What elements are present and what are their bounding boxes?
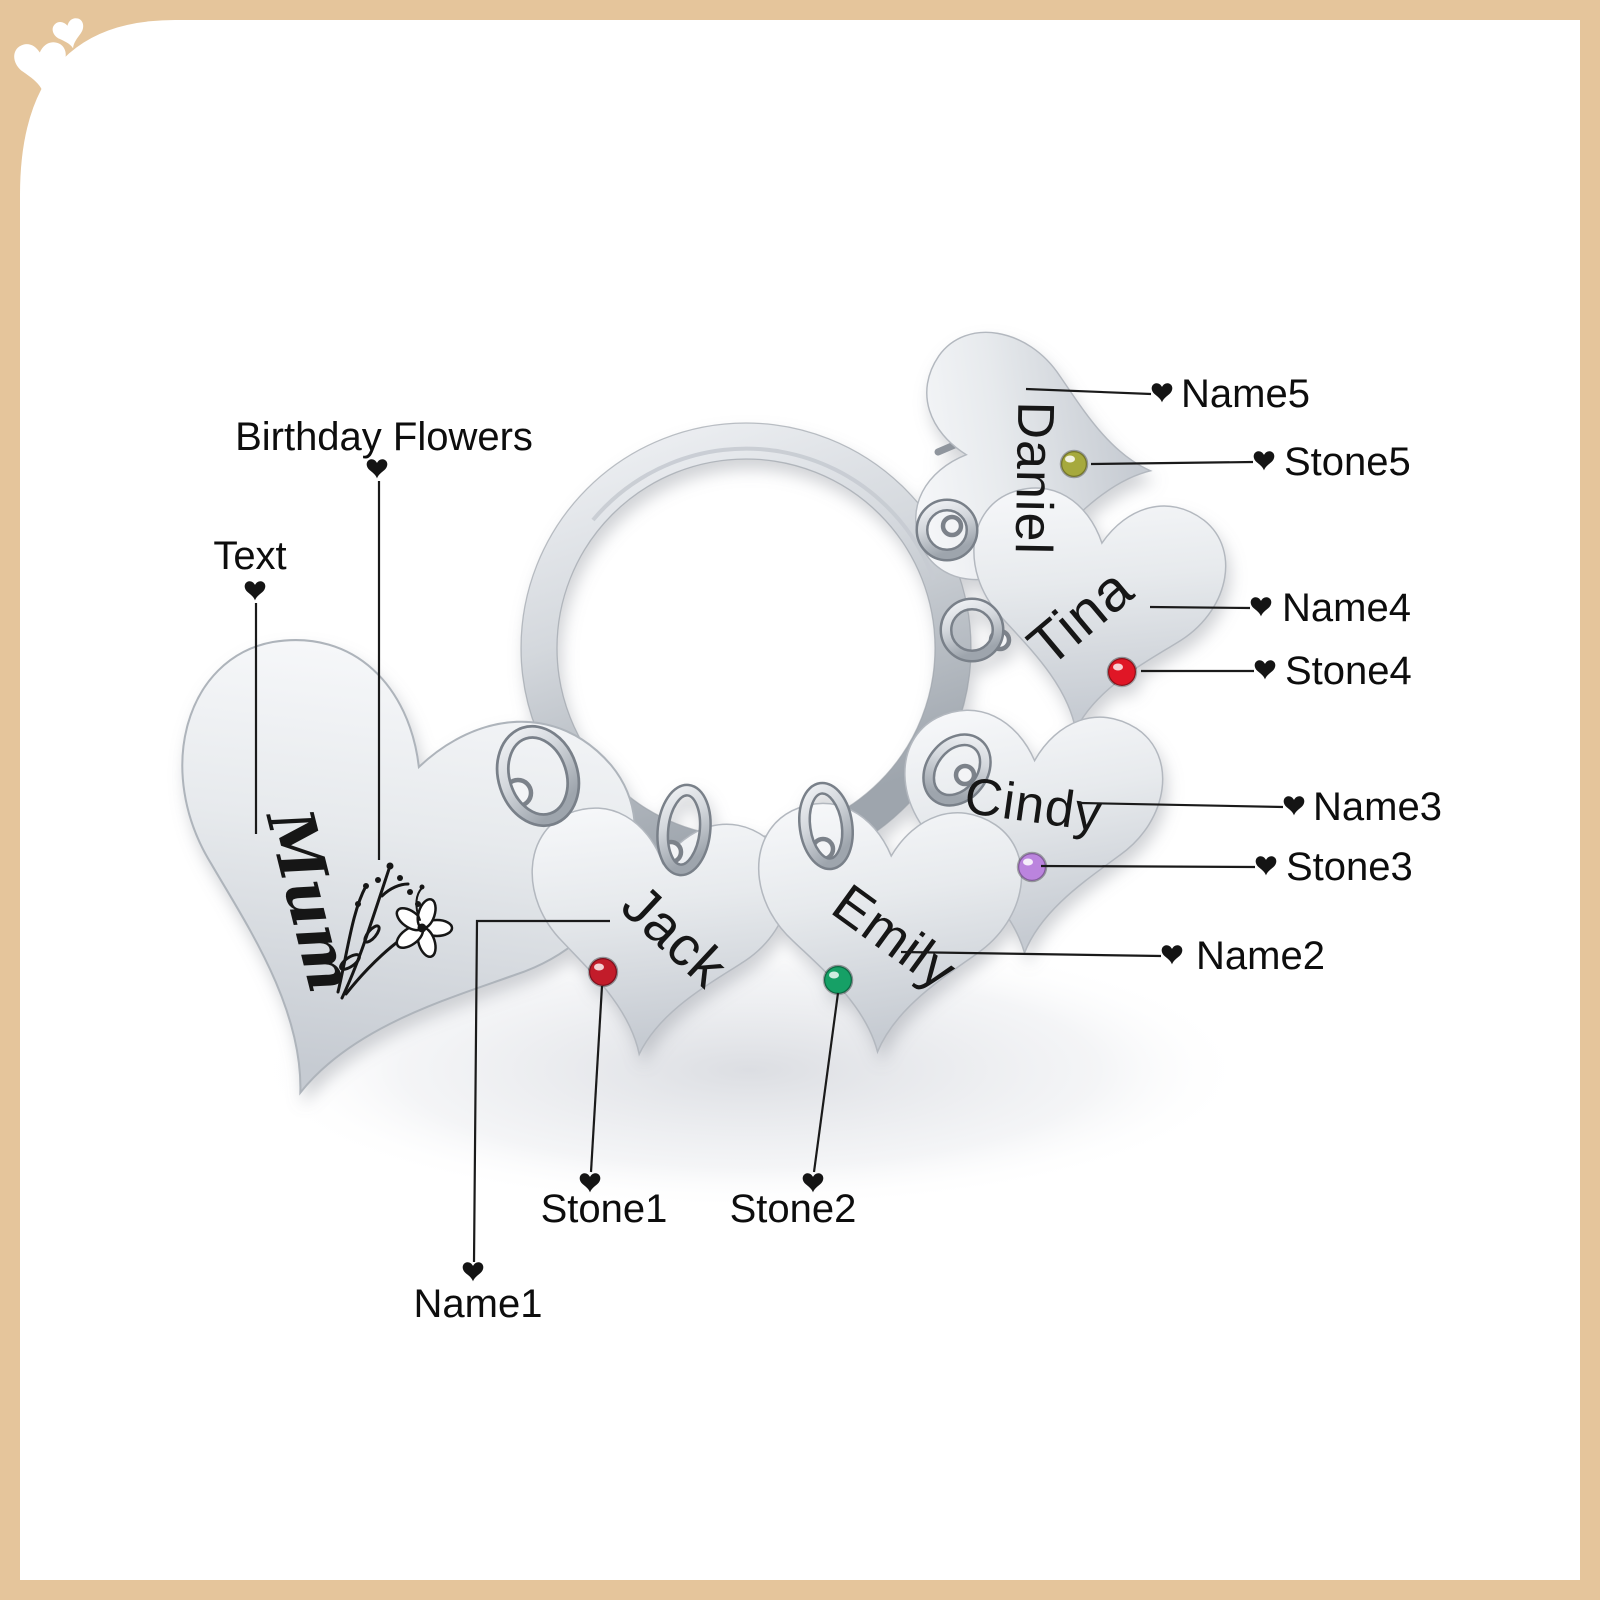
ring-split-seam xyxy=(591,446,936,581)
stone-jack xyxy=(587,956,619,988)
stone-tina xyxy=(1106,656,1138,688)
jump-ring-tina xyxy=(939,597,1005,663)
annotation-lines xyxy=(254,387,1284,1263)
line-name4 xyxy=(1149,605,1251,610)
line-name5 xyxy=(1025,387,1152,396)
stone-emily xyxy=(822,964,854,996)
label-name2: Name2 xyxy=(1196,934,1325,978)
label-name4: Name4 xyxy=(1282,586,1411,630)
engraving-daniel: Daniel xyxy=(1004,401,1065,555)
label-text: Text xyxy=(213,534,286,578)
label-stone1: Stone1 xyxy=(541,1187,668,1231)
label-name1: Name1 xyxy=(414,1282,543,1326)
label-name5: Name5 xyxy=(1181,372,1310,416)
hole-cindy xyxy=(953,763,977,787)
line-name3 xyxy=(1079,801,1284,809)
birth-flower-engraving xyxy=(336,862,454,1000)
line-stone2 xyxy=(812,992,840,1173)
label-stone5: Stone5 xyxy=(1284,440,1411,484)
jump-ring-cindy xyxy=(922,733,992,807)
line-stone5 xyxy=(1090,460,1254,466)
jump-ring-jack xyxy=(656,783,712,877)
keyring-assembly: Mum Jack Emily Cindy Tina Daniel xyxy=(82,326,1235,1172)
hole-daniel xyxy=(940,514,964,538)
stone-daniel xyxy=(1059,449,1089,479)
label-stone3: Stone3 xyxy=(1286,845,1413,889)
jump-ring-emily xyxy=(798,781,854,871)
line-name1 xyxy=(472,919,610,1263)
jump-rings xyxy=(495,498,1005,877)
flower-bloom xyxy=(395,884,454,958)
jump-ring-daniel xyxy=(915,498,979,562)
line-stone3 xyxy=(1040,864,1256,869)
label-stone4: Stone4 xyxy=(1285,649,1412,693)
line-stone1 xyxy=(589,985,604,1173)
birthstones xyxy=(587,449,1138,996)
card-background xyxy=(20,20,1580,1580)
label-stone2: Stone2 xyxy=(730,1187,857,1231)
annotation-labels: Birthday Flowers Text Name1 Stone1 Stone… xyxy=(213,372,1442,1326)
jump-ring-mum xyxy=(495,724,581,828)
label-birthday-flowers: Birthday Flowers xyxy=(235,415,533,459)
product-shadow xyxy=(250,930,1250,1210)
label-name3: Name3 xyxy=(1313,785,1442,829)
line-name2 xyxy=(900,950,1162,958)
